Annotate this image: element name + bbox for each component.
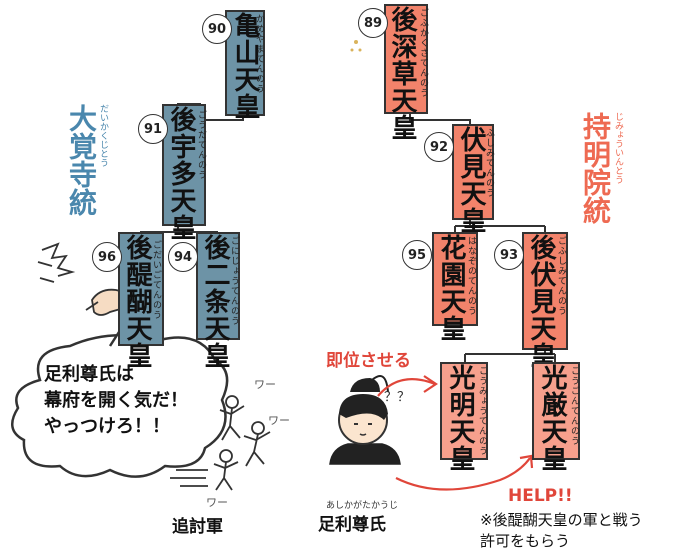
emperor-hanazono-reading: はなぞのてんのう bbox=[466, 236, 476, 316]
emperor-fushimi-box bbox=[452, 124, 494, 220]
army-shout-1: ワー bbox=[254, 378, 276, 391]
emperor-komyo-name: 光明天皇 bbox=[445, 364, 475, 472]
emperor-gofukakusa-reading: ごふかくさてんのう bbox=[418, 8, 428, 98]
emperor-gonijo-number: 94 bbox=[168, 242, 198, 272]
sparkle-icon bbox=[350, 40, 362, 52]
army-shout-2: ワー bbox=[268, 414, 290, 427]
emperor-gonijo-reading: ごにじょうてんのう bbox=[229, 236, 239, 326]
army-shout-3: ワー bbox=[206, 496, 228, 509]
emperor-komyo-box bbox=[440, 362, 488, 460]
help-arrow bbox=[395, 454, 534, 491]
emperor-gouda-name: 後宇多天皇 bbox=[166, 106, 196, 241]
emperor-gonijo-box bbox=[196, 232, 240, 340]
emperor-kogon-box bbox=[532, 362, 580, 460]
army-figures bbox=[170, 395, 271, 491]
emperor-hanazono-box bbox=[432, 232, 478, 326]
permission-note: ※後醍醐天皇の軍と戦う 許可をもらう bbox=[480, 511, 643, 550]
help-label: HELP!! bbox=[508, 486, 573, 506]
emperor-gofukakusa-number: 89 bbox=[358, 8, 388, 38]
lineage-jimyoin-label: 持明院統 bbox=[579, 112, 612, 224]
emperor-gofushimi-box bbox=[522, 232, 568, 350]
takauji-thinking: ？？ bbox=[384, 390, 411, 405]
emperor-gofushimi-number: 93 bbox=[494, 240, 524, 270]
speech-bubble-text: 足利尊氏は 幕府を開く気だ！ やっつけろ！！ bbox=[44, 364, 188, 437]
takauji-name: 足利尊氏 bbox=[318, 515, 386, 535]
enthrone-label: 即位させる bbox=[326, 351, 411, 371]
anger-burst-icon bbox=[37, 242, 76, 283]
army-label: 追討軍 bbox=[172, 517, 223, 537]
emperor-hanazono-name: 花園天皇 bbox=[436, 234, 466, 342]
emperor-godaigo-box bbox=[118, 232, 164, 346]
takauji-figure bbox=[329, 375, 401, 465]
emperor-komyo-reading: こうみょうてんのう bbox=[477, 366, 487, 456]
emperor-kameyama-reading: かめやまてんのう bbox=[254, 14, 264, 94]
emperor-kogon-reading: こうごんてんのう bbox=[569, 366, 579, 446]
emperor-gouda-number: 91 bbox=[138, 114, 168, 144]
emperor-gouda-reading: ごうだてんのう bbox=[196, 110, 206, 180]
emperor-hanazono-number: 95 bbox=[402, 240, 432, 270]
emperor-godaigo-number: 96 bbox=[92, 242, 122, 272]
emperor-fushimi-number: 92 bbox=[424, 132, 454, 162]
emperor-gonijo-name: 後二条天皇 bbox=[200, 234, 230, 369]
emperor-gofukakusa-box bbox=[384, 4, 428, 114]
emperor-fushimi-name: 伏見天皇 bbox=[456, 126, 486, 234]
enthrone-arrow bbox=[377, 375, 438, 397]
emperor-gofushimi-name: 後伏見天皇 bbox=[526, 234, 556, 369]
emperor-godaigo-name: 後醍醐天皇 bbox=[122, 234, 152, 369]
emperor-fushimi-reading: ふしみてんのう bbox=[484, 128, 494, 198]
emperor-gofushimi-reading: ごふしみてんのう bbox=[556, 236, 566, 316]
lineage-daikakuji-label: 大覚寺統 bbox=[65, 104, 98, 216]
lineage-daikakuji-reading: だいかくじとう bbox=[98, 104, 108, 167]
takauji-reading: あしかがたかうじ bbox=[326, 501, 399, 511]
emperor-kameyama-number: 90 bbox=[202, 14, 232, 44]
emperor-gofukakusa-name: 後深草天皇 bbox=[387, 6, 417, 141]
emperor-kameyama-name: 亀山天皇 bbox=[230, 12, 260, 120]
emperor-gouda-box bbox=[162, 104, 206, 226]
emperor-godaigo-reading: ごだいごてんのう bbox=[151, 240, 161, 320]
emperor-kogon-name: 光厳天皇 bbox=[537, 364, 567, 472]
lineage-jimyoin-reading: じみょういんとう bbox=[613, 112, 623, 184]
